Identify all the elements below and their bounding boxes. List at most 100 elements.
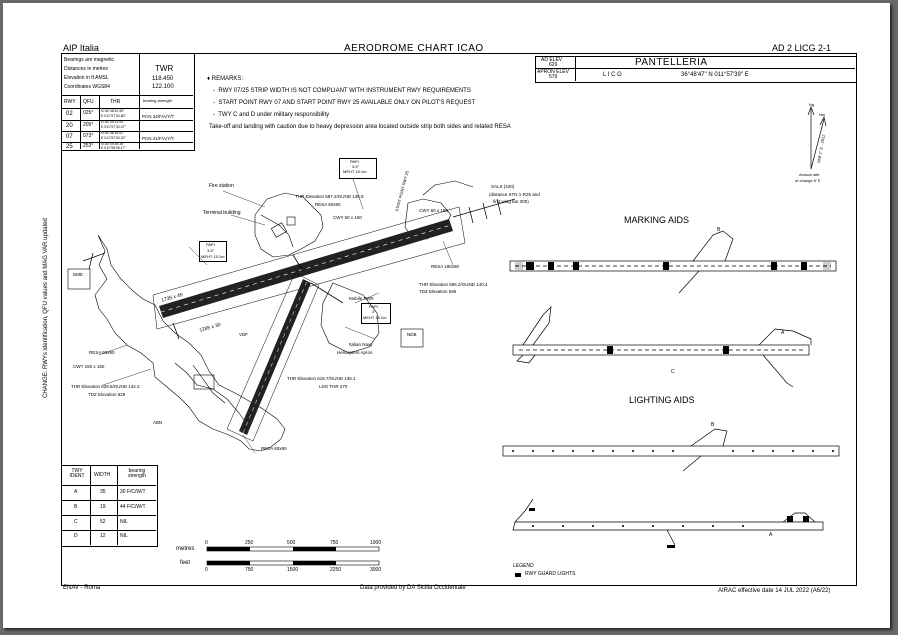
runway-strip (152, 206, 466, 330)
remark-item: - RWY 07/25 STRIP WIDTH IS NOT COMPLIANT… (213, 88, 471, 94)
ndb-label: NDB (407, 332, 417, 337)
rwy-cell: 07 (66, 134, 73, 140)
aerodrome-drawing (67, 106, 827, 454)
twy-ident-cell: A (74, 489, 78, 495)
info-line: Bearings are magnetic (64, 57, 115, 63)
header-right: AD 2 LICG 2-1 (772, 43, 832, 53)
papi-box (339, 158, 377, 179)
scale-tick: 0 (205, 567, 208, 573)
resa-label: RESA 60x90 (315, 202, 341, 207)
papi-label: 3.5° (352, 164, 360, 169)
approach-lights (82, 198, 516, 270)
north-arrow (807, 106, 827, 170)
twy-ident-header: TWY IDENT (69, 468, 85, 479)
thr-label: THR Elevation 628.6/GUND 142.3 (71, 384, 140, 389)
scale-tick: 1000 (370, 540, 382, 546)
twr-freq: 118.450 (152, 76, 174, 82)
scale-feet-label: feet (180, 560, 191, 566)
twy-b-marker: B (717, 227, 721, 233)
scale-tick: 250 (245, 540, 254, 546)
chart-sheet: AIP Italia AERODROME CHART ICAO AD 2 LIC… (3, 3, 890, 628)
navaid-box (67, 268, 91, 290)
building (193, 374, 215, 390)
grid-north-label: Ng (809, 102, 815, 107)
resa-label: RESA 60x90 (261, 446, 287, 451)
apron-elev: 579 (549, 74, 558, 80)
rwy-cell: 02 (66, 111, 73, 117)
qfu-cell: 073° (83, 133, 94, 139)
info-line: Distances in metres (64, 66, 108, 72)
twy-ident-cell: B (74, 504, 78, 510)
ad-elev-label: AD ELEV (541, 57, 563, 63)
building (286, 216, 296, 226)
twy-ident-cell: D (74, 533, 78, 539)
resa-label: RESA 60x90 (89, 350, 115, 355)
qfu-cell: 205° (83, 122, 94, 128)
remark-note: Take-off and landing with caution due to… (209, 124, 511, 130)
guard-light-symbol (515, 573, 521, 577)
scale-tick: 500 (287, 540, 296, 546)
cwy-label: CWY 60 x 150 (419, 208, 448, 213)
aerodrome-name: PANTELLERIA (635, 57, 708, 68)
width-header: WIDTH (94, 472, 111, 478)
footer-center: Data provided by DA Sicilia Occidentale (360, 585, 466, 591)
taxiway-outline (692, 230, 734, 262)
apron-outline (260, 214, 294, 248)
annual-rate-label: Annual rate (799, 172, 820, 177)
scale-tick: 750 (330, 540, 339, 546)
twy-a-marker: A (781, 330, 785, 336)
page-title: AERODROME CHART ICAO (344, 43, 484, 54)
legend-item: RWY GUARD LIGHTS (525, 571, 576, 577)
marking-aids-title: MARKING AIDS (624, 215, 690, 225)
papi-label: PAPI (350, 159, 359, 164)
twy-width-cell: 19 (100, 504, 106, 510)
ad-coordinates: 36°48'47" N 011°57'39" E (681, 72, 749, 78)
remark-item: - START POINT RWY 07 AND START POINT RWY… (213, 100, 476, 106)
navy-label: Italian Navy (349, 342, 373, 347)
thr-cell: N 36°48'32.95" (101, 109, 125, 113)
twy-a-marker: A (769, 532, 773, 538)
lighting-aids-diagram (502, 428, 840, 548)
chart-frame (61, 53, 857, 586)
icao-code: L I C G (603, 72, 622, 78)
remark-item: - TWY C and D under military responsibil… (213, 112, 330, 118)
twy-strength-cell: 44 F/C/W/T (120, 504, 146, 510)
info-line: Coordinates WGS84 (64, 84, 110, 90)
legend-title: LEGEND (513, 563, 534, 569)
ad-elev: 629 (549, 62, 558, 68)
papi-label: 3.5° (207, 248, 215, 253)
taxiway-a (292, 254, 304, 272)
thr-cell: N 36°49'13.00" (101, 120, 125, 124)
sals-note: first wing bar 300) (493, 199, 529, 204)
ad-info-box (535, 56, 857, 83)
header-left: AIP Italia (63, 43, 99, 53)
twy-ident-cell: C (74, 519, 78, 525)
footer-left: ENAV - Roma (63, 585, 101, 591)
scale-bars (206, 546, 380, 566)
vdf-label: VDF (239, 332, 248, 337)
apron-outline (254, 192, 324, 258)
thr-cell: E 011°58'06.17" (101, 146, 126, 150)
terminal-label: Terminal building (203, 210, 241, 216)
info-line: Elevation in ft AMSL (64, 75, 109, 81)
thr-label: THR Elevation 587.2/GUND 135.8 (295, 194, 364, 199)
papi-label: PAPI (369, 304, 378, 309)
sals-label: SALS (420) (491, 184, 515, 189)
scale-metres-label: metres (176, 546, 195, 552)
scale-tick: 1500 (287, 567, 299, 573)
papi-label: MEHT 15.1m (201, 254, 225, 259)
twr-freq: 122.100 (152, 84, 174, 90)
twy-strength-cell: NIL (120, 533, 128, 539)
papi-label: MEHT 15.1m (343, 169, 367, 174)
apron-elev-label: APRON ELEV (537, 69, 569, 75)
taxiway-b (310, 282, 344, 304)
strength-header: bearing strength (143, 98, 172, 103)
marking-aids-diagram (509, 230, 837, 388)
papi-box (361, 303, 391, 324)
rwy-cell: 20 (66, 123, 73, 129)
twy-table (61, 465, 158, 547)
papi-box (199, 241, 227, 262)
twy-strength-cell: 30 F/C/W/T (120, 489, 146, 495)
annual-rate-label: of change 8' E (795, 178, 821, 183)
twy-strength-cell: NIL (120, 519, 128, 525)
